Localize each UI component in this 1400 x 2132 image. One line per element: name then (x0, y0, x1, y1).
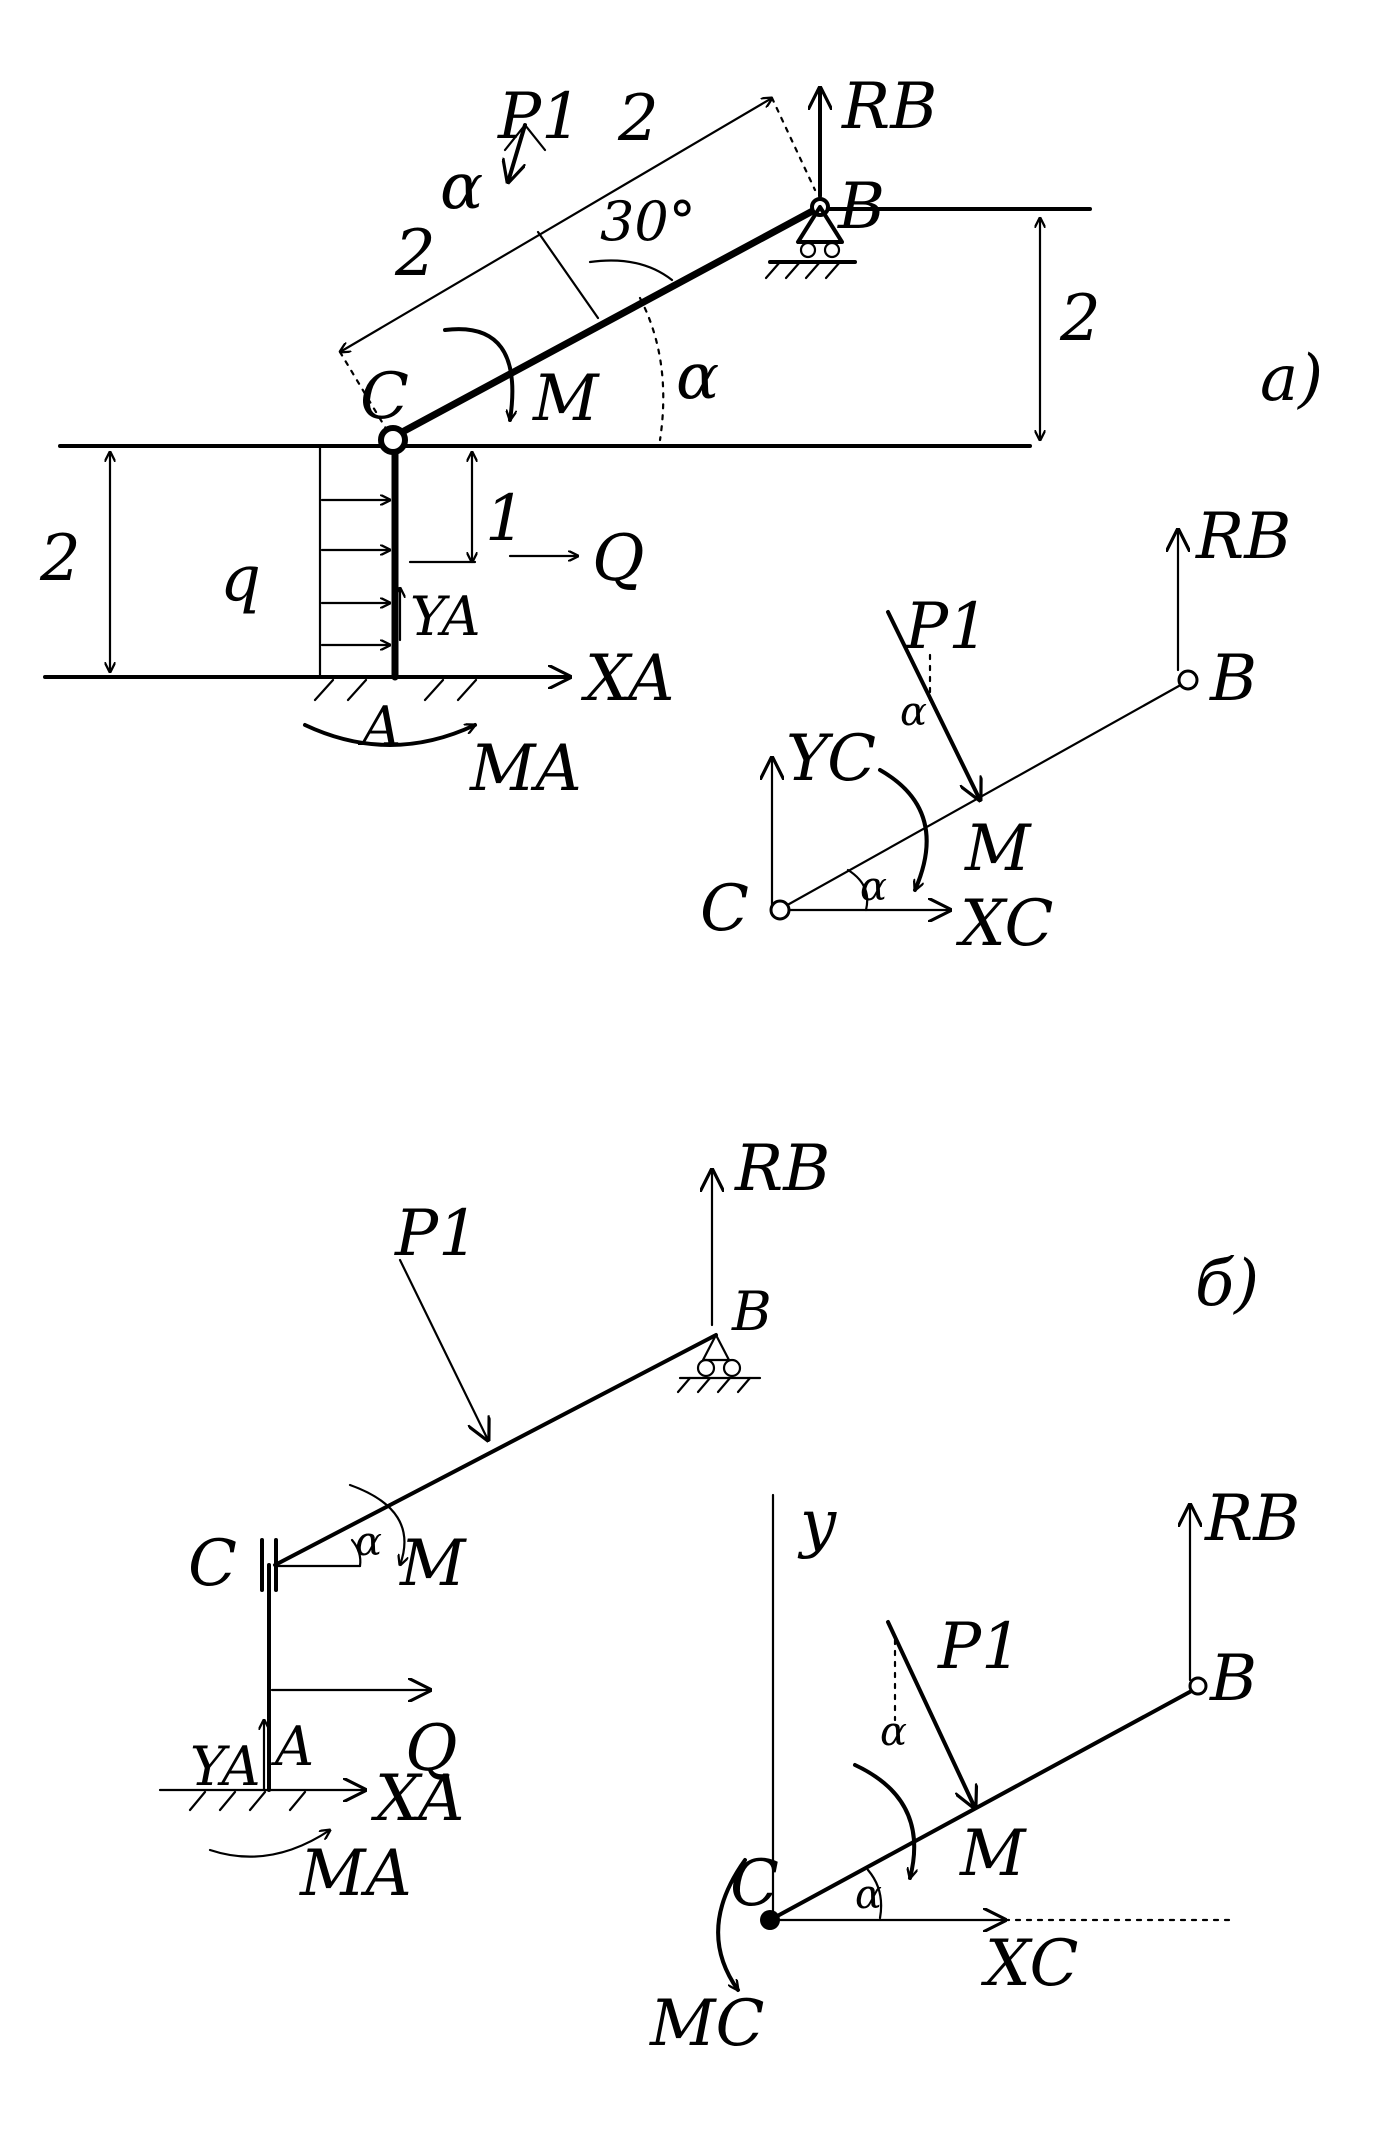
fbd-a-node-b (1177, 669, 1199, 691)
label-ma: MA (469, 732, 582, 806)
fbd-b-mc-arc (716, 1858, 747, 1990)
fbd-b-node-b (1188, 1676, 1208, 1696)
label-m: M (532, 362, 600, 436)
fbd-a-label-p1: P1 (904, 590, 989, 664)
label-alpha-right: α (676, 340, 719, 414)
label-rb: RB (841, 70, 937, 144)
fbd-a-label-alpha-c: α (860, 864, 887, 910)
moment-m-arc (443, 327, 512, 422)
fbd-b-label-mc: MC (649, 1987, 765, 2061)
b-roller-support (676, 1333, 762, 1394)
panel-b-structure: P1 RB B C M α YA A Q XA MA б) (158, 1132, 1259, 1911)
b-label-m: M (399, 1527, 467, 1601)
panel-b-fbd: y RB P1 B α C M α XC MC (649, 1482, 1300, 2061)
b-label-b: B (731, 1280, 772, 1343)
label-a: A (357, 695, 401, 758)
b-label-a: A (270, 1715, 314, 1778)
distributed-load-q (318, 446, 392, 679)
fbd-b-label-p1: P1 (937, 1610, 1022, 1684)
fbd-a-label-c: C (700, 872, 749, 946)
fbd-b-moment-arc (853, 1763, 914, 1878)
fbd-a-label-b: B (1209, 642, 1257, 716)
fbd-a-label-rb: RB (1195, 500, 1291, 574)
label-len-2-upper: 2 (617, 82, 659, 156)
moment-ma-arc (303, 723, 475, 747)
b-label-ma: MA (299, 1837, 412, 1911)
fbd-b-node-c (760, 1910, 780, 1930)
angle-30-arc (588, 259, 674, 282)
panel-tag-a: a) (1260, 342, 1323, 416)
b-label-ya: YA (190, 1735, 260, 1798)
fbd-b-label-rb: RB (1204, 1482, 1300, 1556)
b-ground-hatch (188, 1790, 307, 1812)
label-alpha-top: α (440, 150, 483, 224)
fbd-b-p1-arrow (886, 1620, 975, 1808)
label-xa: XA (580, 642, 675, 716)
b-label-c: C (188, 1527, 237, 1601)
label-c: C (360, 360, 409, 434)
fbd-a-moment-arc (878, 768, 929, 890)
fbd-a-p1-arrow (886, 610, 980, 800)
label-height-2: 2 (1059, 282, 1101, 356)
ground-hatch-a (313, 678, 478, 702)
fbd-b-alpha-arc (866, 1868, 883, 1920)
panel-a-structure: P1 RB B C M α α 2 2 30° 2 2 1 q Q YA XA … (39, 70, 1323, 806)
b-moment-arc (348, 1483, 404, 1565)
b-label-q: Q (405, 1712, 457, 1786)
fbd-b-label-alpha-p: α (880, 1709, 907, 1755)
fbd-b-label-alpha-c: α (855, 1872, 882, 1918)
label-height-2-left: 2 (39, 522, 81, 596)
angle-alpha-arc (638, 296, 665, 442)
fbd-b-label-m: M (959, 1817, 1027, 1891)
b-p1-arrow (398, 1258, 488, 1440)
label-q-dist: q (220, 542, 261, 616)
fbd-b-beam (768, 1686, 1199, 1922)
label-b: B (837, 170, 885, 244)
dim-mid-tick (536, 230, 600, 320)
fbd-a-label-xc: XC (955, 887, 1053, 961)
dim-ext-c (338, 350, 390, 434)
label-q-force: Q (592, 522, 644, 596)
label-angle-30: 30° (600, 190, 696, 253)
fbd-b-label-xc: XC (980, 1927, 1078, 2001)
fbd-a-alpha-arc (846, 868, 869, 912)
b-label-alpha: α (355, 1519, 382, 1565)
fbd-a-label-m: M (964, 812, 1032, 886)
dim-ext-b (770, 96, 817, 192)
fbd-b-label-b: B (1209, 1642, 1257, 1716)
fbd-a-node-c (769, 899, 791, 921)
label-p1: P1 (497, 80, 582, 154)
label-len-2-lower: 2 (394, 217, 436, 291)
fbd-b-label-c: C (730, 1847, 779, 1921)
fbd-b-label-y: y (797, 1487, 837, 1561)
b-label-rb: RB (734, 1132, 830, 1206)
hinge-c (378, 425, 408, 455)
panel-tag-b: б) (1195, 1247, 1259, 1321)
fbd-a-label-yc: YC (786, 722, 876, 796)
panel-a-fbd: P1 RB B C YC XC M α α (700, 500, 1291, 961)
label-ya: YA (410, 585, 480, 648)
b-beam-cb (273, 1333, 718, 1567)
b-ma-arc (208, 1830, 330, 1858)
b-label-xa: XA (370, 1762, 465, 1836)
label-dim-1: 1 (485, 482, 526, 556)
fbd-a-label-alpha-p: α (900, 689, 927, 735)
b-label-p1: P1 (394, 1197, 479, 1271)
dim-along-beam (340, 98, 772, 352)
b-alpha-arc (350, 1538, 362, 1568)
